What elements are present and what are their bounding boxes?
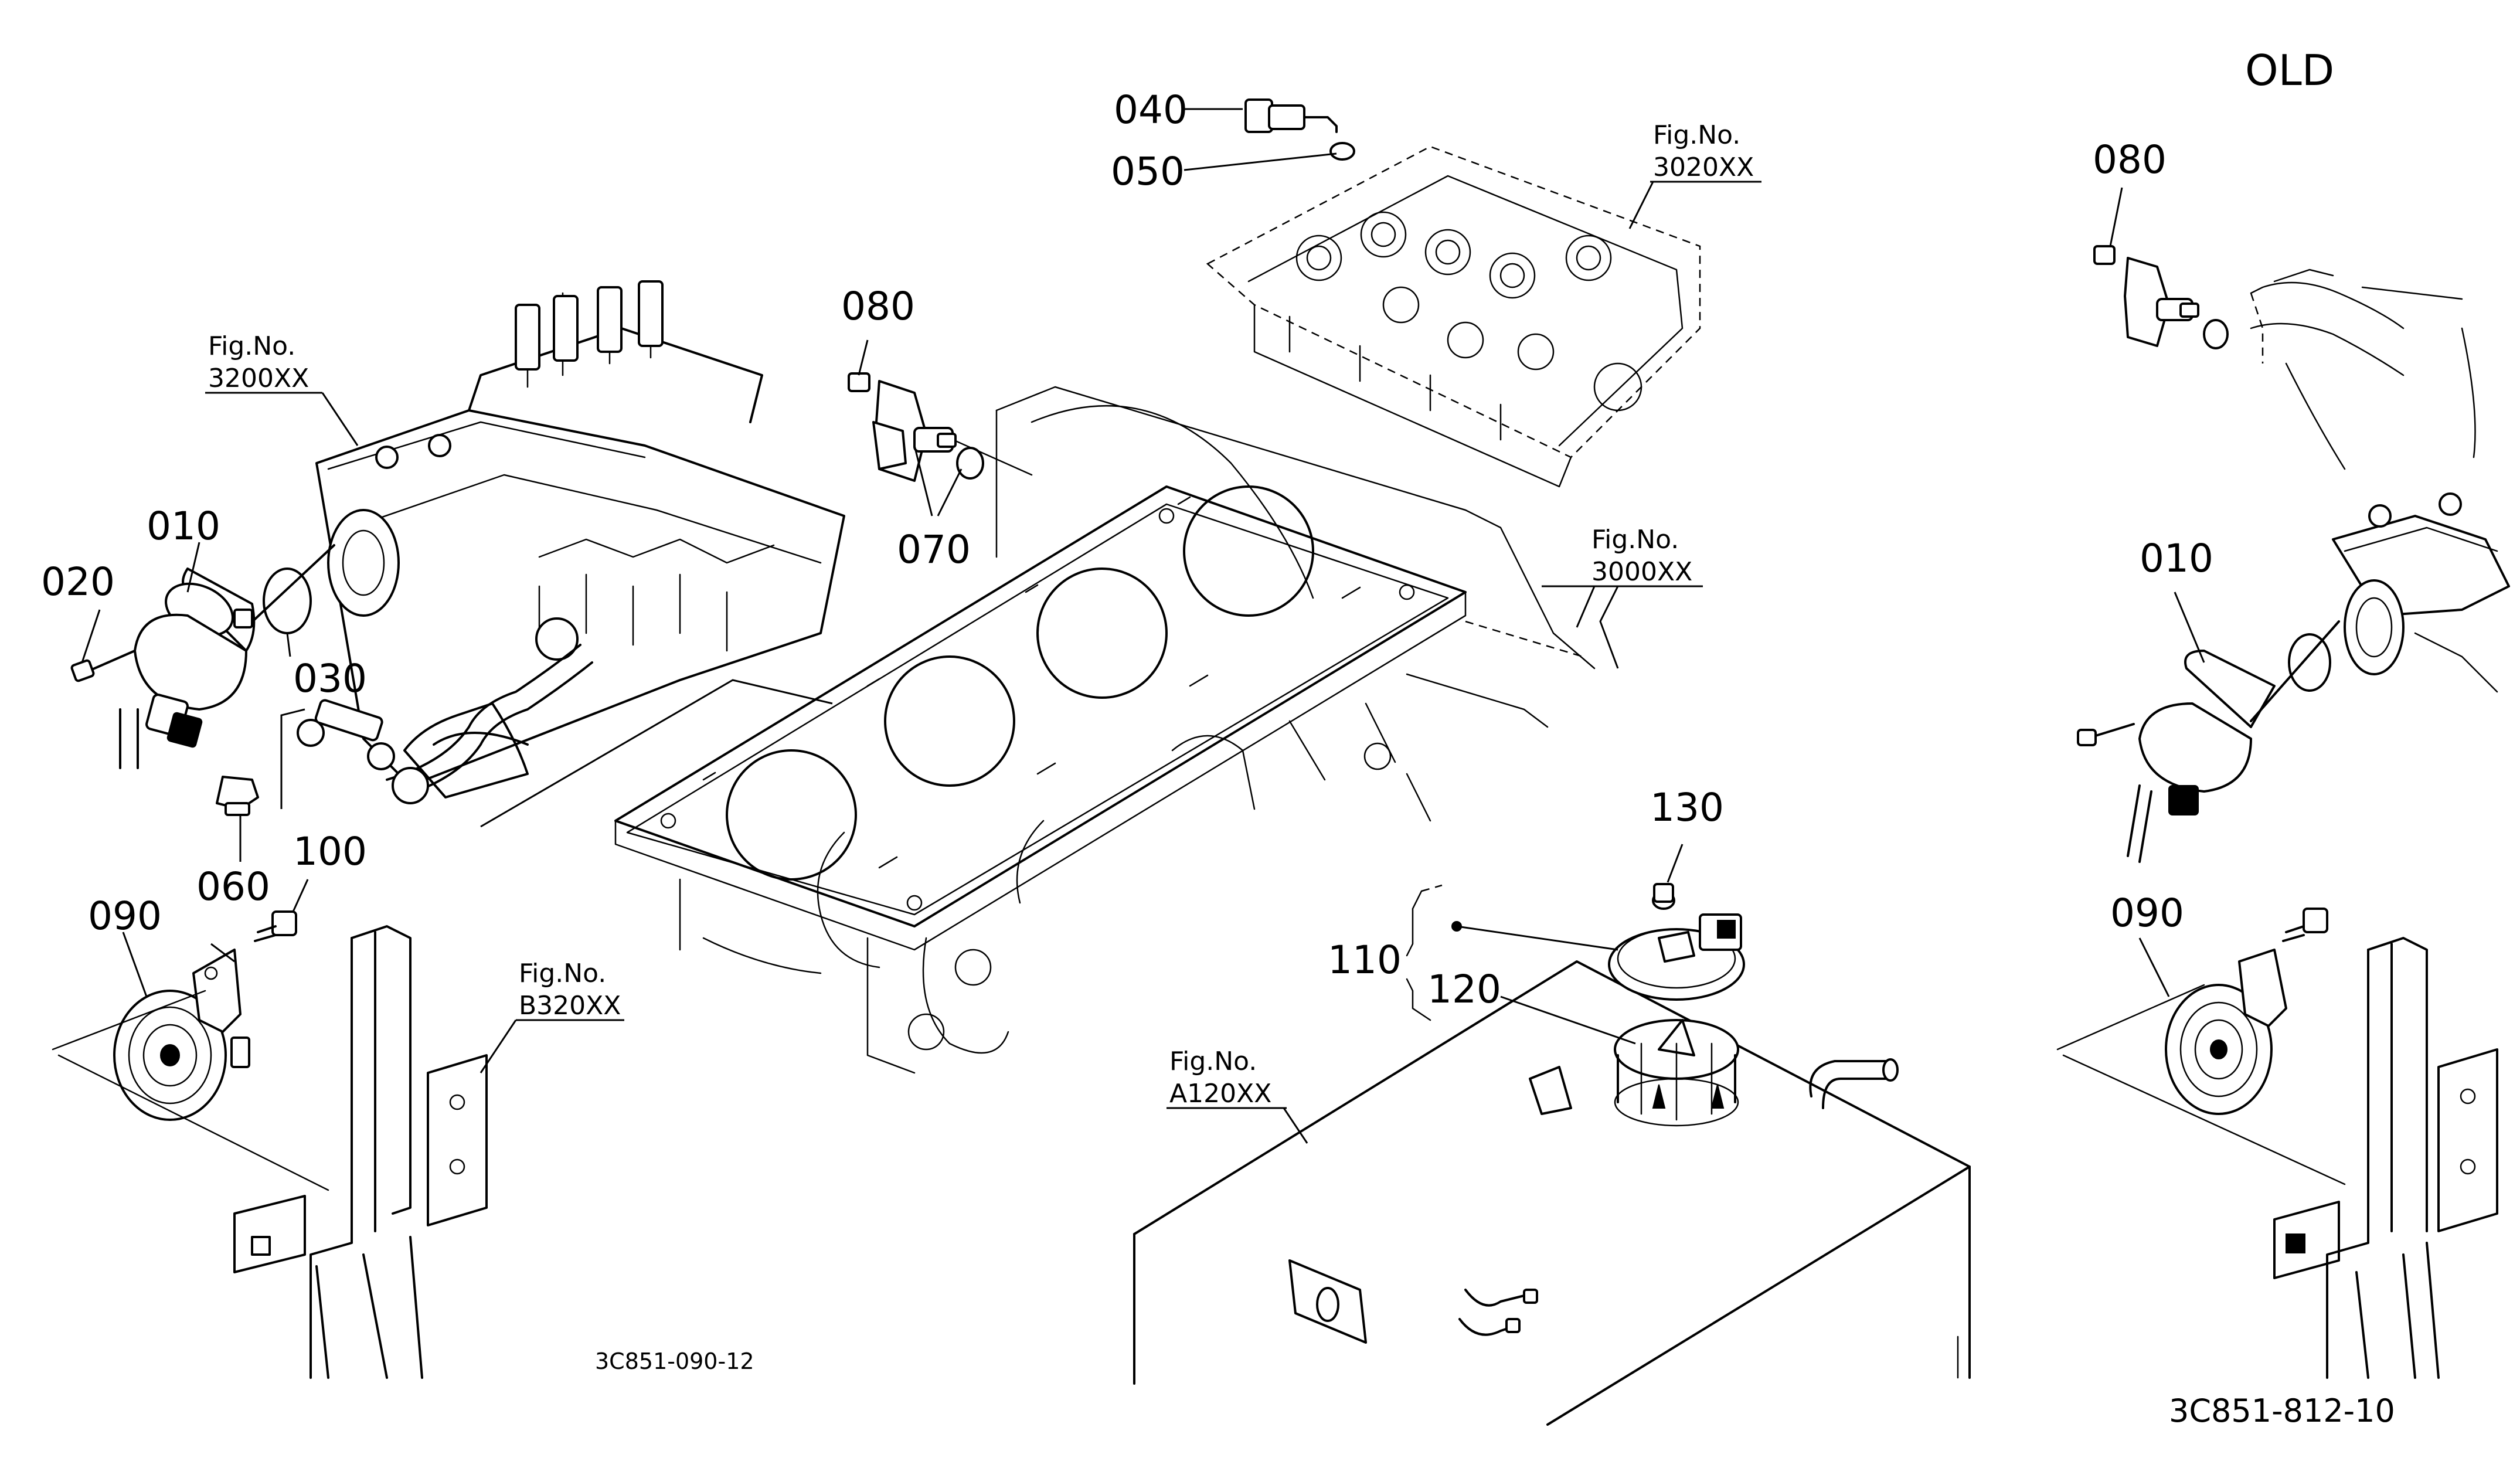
old-callout-090: 090 xyxy=(2110,891,2184,936)
cylinder-head-illustration xyxy=(1206,145,1701,488)
fig-ref-3200-number: 3200XX xyxy=(208,363,309,393)
washer-050-illustration xyxy=(1329,142,1355,161)
old-frame-bracket-illustration xyxy=(2273,937,2498,1379)
sensor-pipe-illustration xyxy=(297,644,593,804)
engine-block-illustration xyxy=(679,386,1596,1074)
o-ring-030-illustration xyxy=(263,568,312,634)
old-callout-080: 080 xyxy=(2093,137,2167,182)
fig-ref-3000-label: Fig.No. xyxy=(1591,525,1679,555)
fig-ref-3020-number: 3020XX xyxy=(1653,152,1754,182)
old-horn-090-illustration xyxy=(2056,908,2346,1185)
fig-ref-A120-number: A120XX xyxy=(1169,1079,1271,1109)
bolt-100-illustration xyxy=(254,910,297,942)
fig-ref-B320-number: B320XX xyxy=(519,991,621,1021)
fig-ref-B320-label: Fig.No. xyxy=(519,959,606,988)
injection-pump-illustration xyxy=(315,280,845,798)
callout-060: 060 xyxy=(196,864,270,909)
callout-010: 010 xyxy=(147,504,220,549)
fuel-tank-illustration xyxy=(1133,960,1971,1426)
callout-080: 080 xyxy=(841,284,915,329)
callout-120: 120 xyxy=(1427,967,1501,1012)
leader-lines xyxy=(81,108,2205,1144)
diagram-title: OLD xyxy=(2245,46,2334,95)
fig-ref-3000-number: 3000XX xyxy=(1591,557,1692,587)
bracket-080-illustration xyxy=(848,372,927,482)
callout-100: 100 xyxy=(293,829,367,874)
callout-090: 090 xyxy=(88,893,162,939)
old-solenoid-010-illustration xyxy=(2077,492,2510,863)
fig-ref-3020-label: Fig.No. xyxy=(1653,120,1740,150)
callout-070: 070 xyxy=(897,527,971,572)
solenoid-010-illustration xyxy=(119,544,335,769)
callout-130: 130 xyxy=(1650,785,1724,830)
old-bracket-080-illustration xyxy=(2093,245,2476,470)
sensor-060-illustration xyxy=(216,776,259,816)
callout-040: 040 xyxy=(1114,87,1188,132)
sensor-040-illustration xyxy=(1244,98,1338,133)
callout-030: 030 xyxy=(293,656,367,701)
callout-050: 050 xyxy=(1111,149,1185,194)
bolt-020-illustration xyxy=(70,650,136,682)
fig-ref-3200-label: Fig.No. xyxy=(208,331,295,361)
fig-ref-A120-label: Fig.No. xyxy=(1169,1046,1257,1076)
head-gasket-illustration xyxy=(614,485,1467,951)
callout-020: 020 xyxy=(41,559,115,604)
sensor-070-illustration xyxy=(913,427,1033,480)
drawing-code-current: 3C851-090-12 xyxy=(595,1348,754,1374)
fig-ref-underlines xyxy=(205,181,1761,1109)
old-callout-010: 010 xyxy=(2140,536,2213,581)
drawing-code-old: 3C851-812-10 xyxy=(2169,1392,2395,1429)
fuel-sender-illustration xyxy=(1406,883,1745,1127)
callout-110: 110 xyxy=(1328,937,1402,983)
horn-090-illustration xyxy=(113,949,250,1121)
frame-bracket-illustration xyxy=(52,925,488,1379)
